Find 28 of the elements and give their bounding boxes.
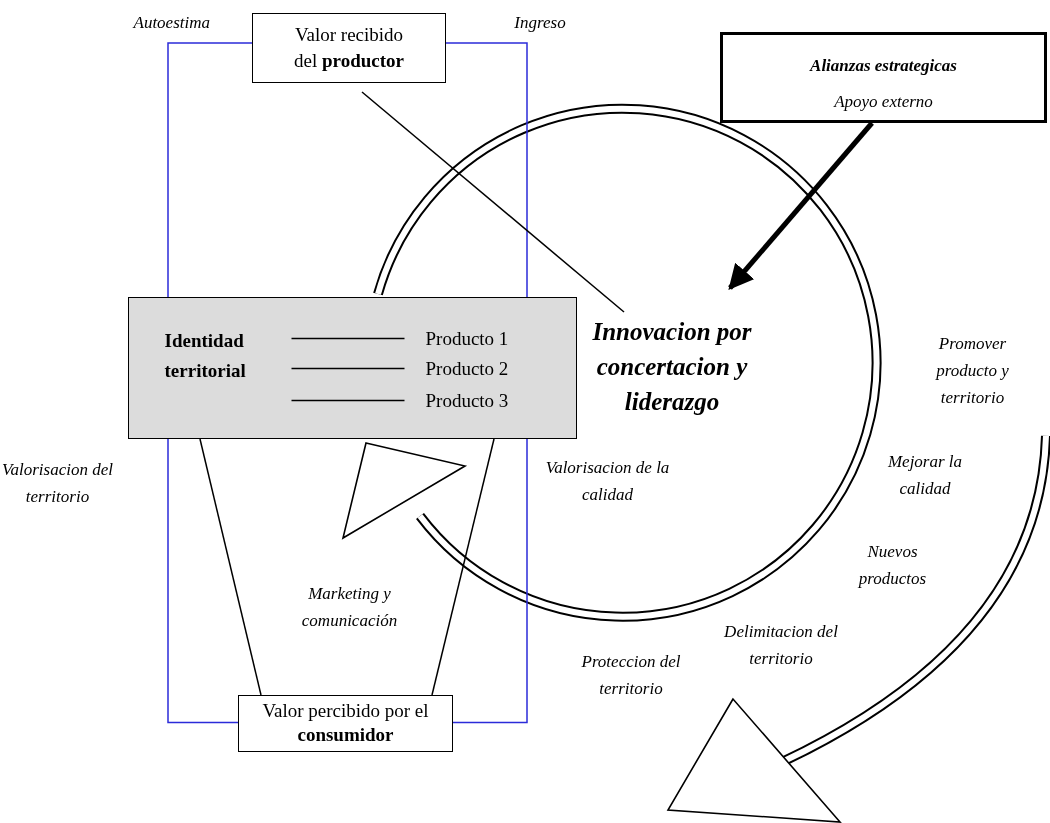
product-label: Producto 1 [425, 325, 536, 352]
product-label: Producto 2 [425, 355, 536, 382]
identity-label: Identidad territorial [164, 325, 275, 382]
connector-line [361, 91, 625, 313]
annotation-text: Delimitacion del territorio [723, 621, 839, 670]
connector-line [290, 367, 406, 370]
annotation-text: Ingreso [513, 12, 567, 34]
value-box: Valor percibido por el consumidor [238, 695, 453, 752]
annotation-text: Autoestima [131, 12, 210, 34]
product-label: Producto 3 [425, 387, 536, 414]
connector-line [290, 337, 406, 340]
heading-text: Alianzas estrategicas [808, 55, 958, 77]
identity-panel [128, 297, 577, 439]
annotation-text: Nuevos productos [857, 541, 928, 590]
connector-line [431, 438, 495, 696]
subheading-text: Apoyo externo [832, 91, 934, 113]
annotation-text: Mejorar la calidad [886, 451, 964, 500]
annotation-text: Promover producto y territorio [934, 333, 1010, 409]
arrow [728, 121, 874, 290]
connector-line [290, 399, 406, 402]
central-heading: Innovacion por concertacion y liderazgo [572, 314, 772, 422]
annotation-text: Valorisacion del territorio [1, 459, 114, 508]
alliance-box [720, 32, 1047, 123]
annotation-text: Marketing y comunicación [300, 583, 399, 632]
connector-line [199, 438, 262, 696]
annotation-text: Valorisacion de la calidad [545, 457, 670, 506]
annotation-text: Proteccion del territorio [580, 651, 682, 700]
value-box: Valor recibido del productor [252, 13, 446, 83]
